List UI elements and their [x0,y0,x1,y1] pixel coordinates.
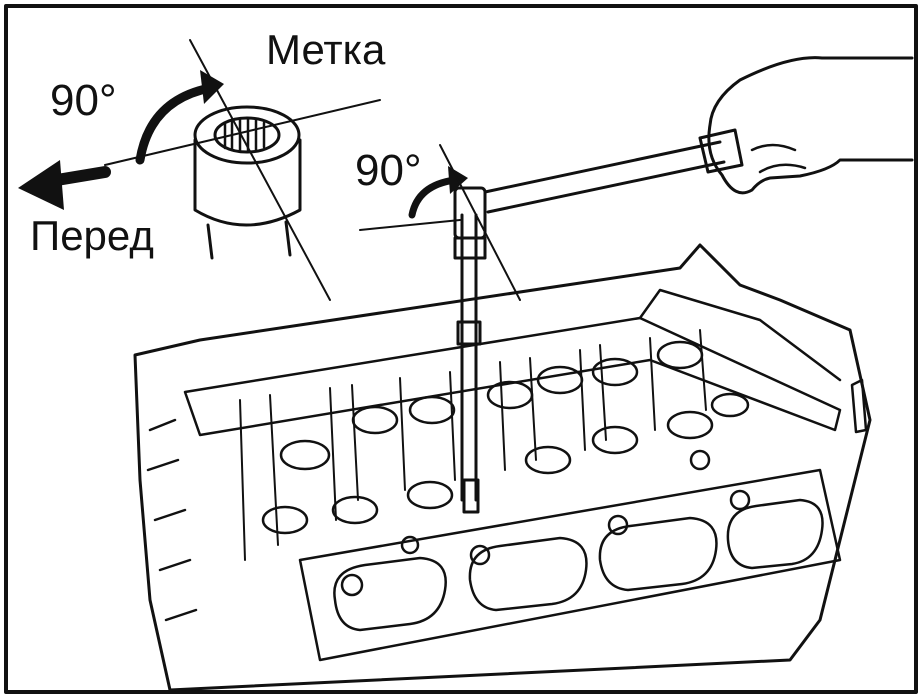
bolt-socket-teeth [223,117,266,153]
ratchet-head [453,186,487,240]
side-ribs [146,418,198,622]
extension-joint [456,320,482,346]
cylinder-head [133,243,872,692]
angle-label-tool: 90° [355,146,422,195]
mark-label: Метка [266,26,386,73]
wrench-grip [698,128,744,174]
end-stud [850,378,868,434]
bolt-detail-inset [18,39,381,301]
rotation-arrowhead-icon [200,70,224,104]
rotation-arc [135,83,215,165]
bolt-body [193,138,302,227]
wrench-handle [483,140,726,214]
cam-cover-rail [183,316,842,437]
hand-outline [707,56,914,195]
front-arrow-icon [18,160,64,210]
rear-flange [638,288,842,382]
cam-lobes [239,329,707,561]
intake-flange [298,468,842,662]
wrench-assembly [359,56,914,514]
bolt-leg-right [284,220,292,257]
bolt-leg-left [206,223,214,260]
direction-axis-line [104,99,381,166]
flange-bolt-holes [340,449,751,597]
ratchet-collar [453,236,487,260]
bolt-top [193,105,301,165]
bolt-socket [213,116,281,154]
wrench-axis-line [359,219,461,231]
extension-tip [462,478,480,514]
angle-label-upper: 90° [50,76,117,125]
hand-fingers [750,143,807,174]
front-label: Перед [30,212,154,259]
diagram-border [4,4,918,694]
head-outline [133,243,872,692]
wrench-guide-line [439,144,521,301]
